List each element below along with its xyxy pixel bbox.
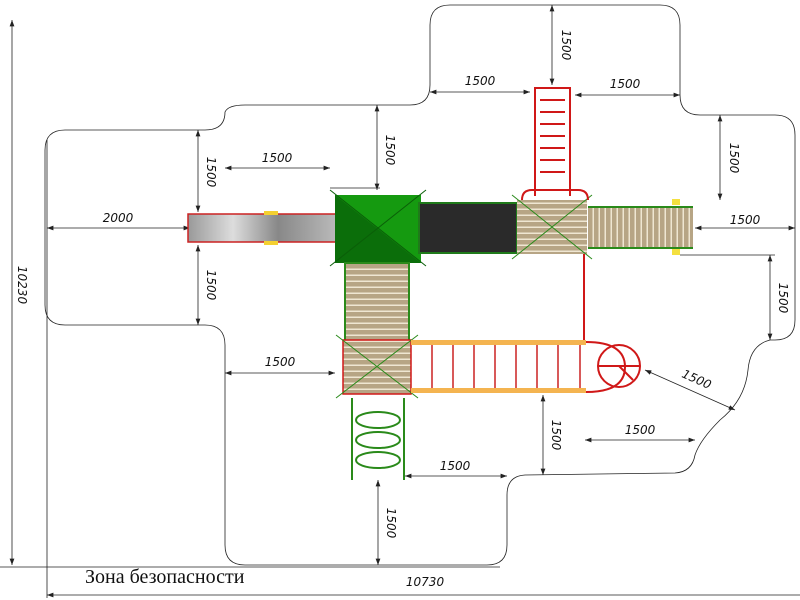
dim-middle-left-horizontal: 1500 [265, 355, 296, 369]
spiral-climber [351, 398, 405, 480]
dim-top-right: 1500 [610, 77, 641, 91]
round-climber [585, 341, 641, 393]
slide [187, 211, 339, 245]
dim-right-horizontal: 1500 [730, 213, 761, 227]
overall-width-label: 10730 [406, 575, 445, 589]
dimension-lines [47, 5, 795, 565]
dim-lower-vertical: 1500 [549, 420, 563, 451]
dim-upper-left-vertical: 1500 [383, 135, 397, 166]
dim-lower-right-horizontal: 1500 [625, 423, 656, 437]
dim-slide-left: 2000 [103, 211, 134, 225]
dim-right-lower-vertical: 1500 [776, 283, 790, 314]
tunnel [418, 202, 518, 254]
horizontal-ladder [411, 340, 586, 393]
dim-diagonal-right: 1500 [680, 367, 714, 392]
platform-upper-right [511, 194, 593, 260]
dim-bottom-vertical: 1500 [384, 508, 398, 539]
safety-zone-caption: Зона безопасности [85, 566, 245, 588]
safety-zone-outline [44, 4, 796, 566]
ladder-top [521, 87, 589, 201]
dim-upper-left-horizontal: 1500 [262, 151, 293, 165]
platform-lower-left [335, 334, 419, 399]
dim-left-top-vertical: 1500 [204, 157, 218, 188]
bridge-vertical [344, 262, 410, 344]
dim-right-top-vertical: 1500 [727, 143, 741, 174]
overall-height-label: 10230 [15, 266, 29, 305]
steps-right [588, 199, 693, 255]
dim-bottom-horizontal: 1500 [440, 459, 471, 473]
dim-top-vertical: 1500 [559, 30, 573, 61]
playground-equipment [187, 87, 693, 480]
roof-tower [329, 189, 427, 267]
dim-left-lower-vertical: 1500 [204, 270, 218, 301]
dim-top-left: 1500 [465, 74, 496, 88]
